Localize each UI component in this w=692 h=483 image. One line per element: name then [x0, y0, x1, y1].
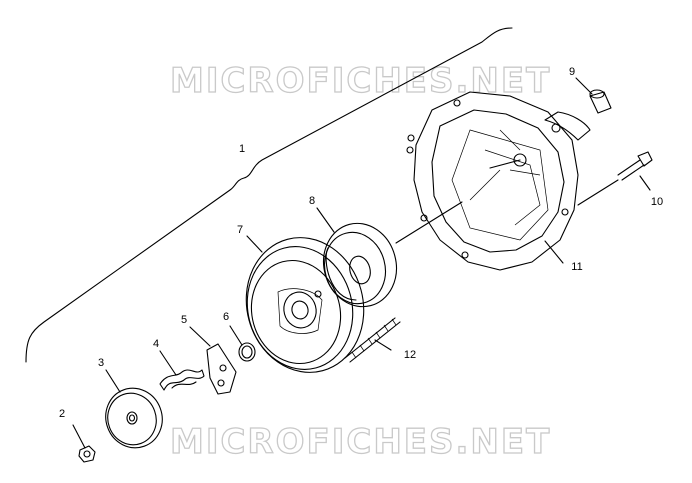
part-4-spring [159, 369, 205, 391]
callout-10: 10 [651, 196, 663, 208]
part-11-housing [406, 91, 591, 271]
callout-8: 8 [309, 195, 315, 207]
callout-12: 12 [404, 349, 416, 361]
callout-9: 9 [569, 66, 575, 78]
callout-7: 7 [237, 224, 243, 236]
callout-2: 2 [59, 408, 65, 420]
assembly-bracket [25, 27, 513, 363]
watermark-bottom: MICROFICHES.NET [170, 422, 551, 462]
callout-1: 1 [239, 143, 245, 155]
part-6-ring [238, 342, 256, 362]
part-7-reel [245, 237, 365, 373]
part-2-nut [78, 445, 96, 463]
part-8-pulley [323, 222, 397, 308]
part-3-plate [105, 387, 163, 449]
part-10-bolt [617, 151, 653, 181]
callout-6: 6 [223, 311, 229, 323]
part-5-pawl [206, 343, 237, 395]
leader-lines [72, 77, 651, 449]
watermark-top: MICROFICHES.NET [170, 61, 551, 101]
callout-4: 4 [153, 338, 159, 350]
callout-5: 5 [181, 314, 187, 326]
part-12-rope [344, 317, 401, 363]
callout-11: 11 [571, 261, 582, 273]
part-9-bushing [589, 89, 612, 114]
callout-3: 3 [98, 357, 104, 369]
